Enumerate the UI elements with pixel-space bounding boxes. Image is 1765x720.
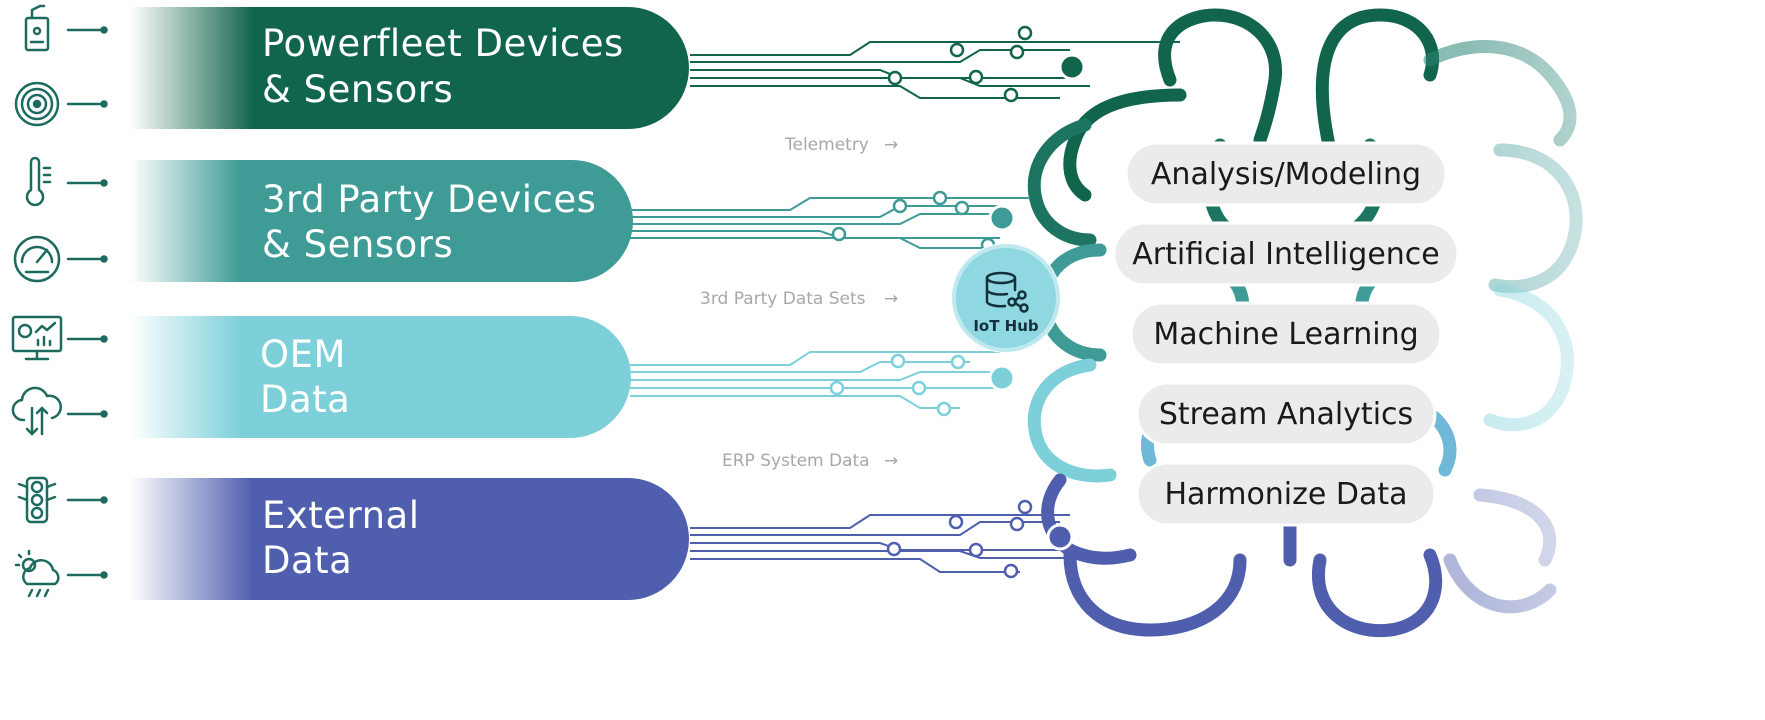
- source-title-line1: Powerfleet Devices: [262, 22, 624, 65]
- source-title-line2: Data: [262, 539, 352, 582]
- source-title-line1: 3rd Party Devices: [262, 178, 596, 221]
- capability-label: Stream Analytics: [1159, 397, 1413, 432]
- source-band-external: External Data: [130, 478, 689, 600]
- capability-pill: Machine Learning: [1129, 301, 1443, 367]
- circuit-nodes-powerfleet: [887, 25, 1033, 103]
- brain-junction-node: [988, 204, 1016, 232]
- brain-junction-node: [1046, 523, 1074, 551]
- sensor-device-icon: [24, 4, 50, 52]
- capability-pill: Artificial Intelligence: [1112, 221, 1460, 287]
- circuit-traces-oem: [630, 351, 1000, 409]
- thermometer-icon: [25, 156, 52, 207]
- iot-hub: IoT Hub: [951, 243, 1061, 353]
- source-band-third-party: 3rd Party Devices & Sensors: [130, 160, 633, 282]
- arrow-right-icon: →: [884, 289, 898, 309]
- target-sensor-icon: [14, 81, 60, 127]
- capability-label: Machine Learning: [1153, 317, 1418, 352]
- capability-pill: Harmonize Data: [1135, 461, 1437, 527]
- source-band-powerfleet: Powerfleet Devices & Sensors: [130, 7, 689, 129]
- gauge-icon: [13, 235, 61, 283]
- capability-label: Analysis/Modeling: [1151, 157, 1421, 192]
- circuit-nodes-external: [886, 499, 1033, 579]
- arrow-right-icon: →: [884, 135, 898, 155]
- brain-junction-node: [988, 364, 1016, 392]
- capability-label: Artificial Intelligence: [1132, 237, 1440, 272]
- database-share-icon: [985, 271, 1029, 313]
- capability-label: Harmonize Data: [1164, 477, 1407, 512]
- arrow-right-icon: →: [884, 451, 898, 471]
- monitor-dashboard-icon: [11, 315, 63, 361]
- circuit-traces-third-party: [630, 197, 1030, 249]
- source-title-line2: & Sensors: [262, 223, 453, 266]
- capability-pill: Analysis/Modeling: [1124, 141, 1448, 207]
- flow-label-third-party-data-sets: 3rd Party Data Sets: [700, 289, 866, 309]
- source-title-line1: OEM: [260, 333, 346, 376]
- source-title-line2: Data: [260, 378, 350, 421]
- traffic-light-icon: [17, 476, 57, 524]
- brain-junction-node: [1058, 53, 1086, 81]
- iot-hub-label: IoT Hub: [973, 317, 1039, 335]
- source-title-line2: & Sensors: [262, 68, 453, 111]
- flow-label-erp-system-data: ERP System Data: [722, 451, 870, 471]
- circuit-nodes-oem: [829, 353, 966, 417]
- circuit-nodes-third-party: [831, 190, 996, 253]
- capability-pill: Stream Analytics: [1135, 381, 1437, 447]
- source-band-oem: OEM Data: [130, 316, 631, 438]
- source-title-line1: External: [262, 494, 420, 537]
- weather-storm-icon: [14, 549, 60, 598]
- cloud-sync-icon: [11, 386, 62, 436]
- flow-label-telemetry: Telemetry: [784, 135, 869, 155]
